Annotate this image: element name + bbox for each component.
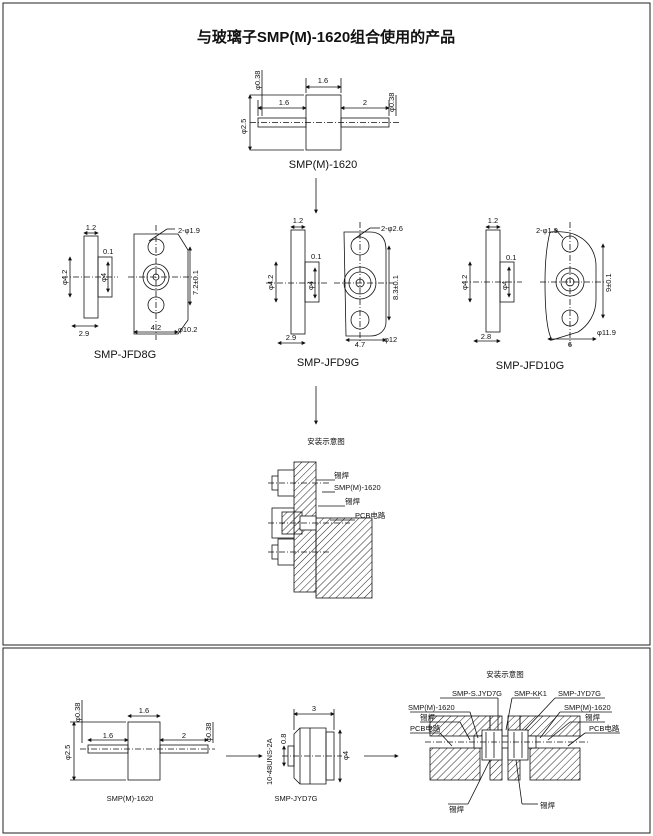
jfd8g-d-outer: φ4.2 xyxy=(60,270,69,285)
jfd9g-w1: 1.2 xyxy=(293,216,303,225)
jyd7g-drawing xyxy=(282,709,342,785)
jfd10g-flange: φ11.9 xyxy=(597,328,616,337)
jyd7g-d-big: φ4 xyxy=(341,751,350,760)
top-d-body: φ2.5 xyxy=(239,119,248,134)
top-left-pin: 1.6 xyxy=(279,98,289,107)
install2-weld-right: 锡焊 xyxy=(540,800,555,810)
jfd8g-len: 2.9 xyxy=(79,329,89,338)
bottom-frame xyxy=(2,647,651,834)
jfd9g-name: SMP-JFD9G xyxy=(297,357,359,369)
jfd10g-len: 2.8 xyxy=(481,332,491,341)
jfd10g-pitch: 9±0.1 xyxy=(604,273,613,292)
jyd7g-name: SMP-JYD7G xyxy=(275,794,318,803)
bottom-smp-d-body: φ2.5 xyxy=(63,745,72,760)
bottom-smp-body-len: 1.6 xyxy=(139,706,149,715)
jfd10g-d-outer: φ4.2 xyxy=(460,275,469,290)
jfd10g-holes: 2-φ1.9 xyxy=(536,226,558,235)
jfd8g-w1: 1.2 xyxy=(86,223,96,232)
jfd8g-width: 4.2 xyxy=(151,323,161,332)
jfd10g-name: SMP-JFD10G xyxy=(496,360,564,372)
jfd8g-gap: 0.1 xyxy=(103,247,113,256)
install2-sjyd: SMP-S.JYD7G xyxy=(452,689,502,698)
jfd9g-d-outer: φ4.2 xyxy=(266,275,275,290)
jfd10g-gap: 0.1 xyxy=(506,253,516,262)
jyd7g-d-small: 0.8 xyxy=(279,734,288,744)
flange-jfd8g-drawing xyxy=(62,225,196,340)
jfd9g-gap: 0.1 xyxy=(311,252,321,261)
jfd10g-d-inner: φ4 xyxy=(500,281,509,290)
install2-kk1: SMP-KK1 xyxy=(514,689,547,698)
jfd9g-flange: φ12 xyxy=(384,335,397,344)
flange-jfd9g-drawing xyxy=(266,222,394,345)
jfd9g-len: 2.9 xyxy=(286,333,296,342)
top-d-pin-right: φ0.38 xyxy=(387,93,396,112)
install2-weld-left: 锡焊 xyxy=(449,804,464,814)
bottom-smp-left-pin: 1.6 xyxy=(103,731,113,740)
jfd10g-width: 6 xyxy=(568,340,572,349)
top-d-pin-left: φ0.38 xyxy=(253,71,262,90)
install1-caption: 安装示意图 xyxy=(307,436,345,446)
install2-jyd7g: SMP-JYD7G xyxy=(558,689,601,698)
install2-caption: 安装示意图 xyxy=(486,669,524,679)
smp-1620-top-drawing xyxy=(248,70,400,151)
install2-solder-right: 锡焊 xyxy=(585,712,600,722)
flange-jfd10g-drawing xyxy=(462,222,605,346)
jfd9g-width: 4.7 xyxy=(355,340,365,349)
jfd8g-name: SMP-JFD8G xyxy=(94,349,156,361)
bottom-smp-right-pin: 2 xyxy=(182,731,186,740)
install2-pcb-left: PCB电路 xyxy=(410,723,441,733)
jfd8g-pitch: 7.2±0.1 xyxy=(191,270,200,295)
top-connector-name: SMP(M)-1620 xyxy=(289,159,357,171)
bottom-smp-d-pin-left: φ0.38 xyxy=(73,703,82,722)
install1-smp: SMP(M)-1620 xyxy=(334,483,381,492)
jfd9g-holes: 2-φ2.6 xyxy=(381,224,403,233)
install1-pcb: PCB电路 xyxy=(355,510,386,520)
bottom-smp-name: SMP(M)-1620 xyxy=(107,794,154,803)
jfd10g-w1: 1.2 xyxy=(488,216,498,225)
install1-solder2: 锡焊 xyxy=(345,496,360,506)
smp-1620-bottom-drawing xyxy=(70,700,215,781)
install2-drawing xyxy=(410,697,620,805)
top-right-pin: 2 xyxy=(363,98,367,107)
jyd7g-thread: 10-48UNS-2A xyxy=(265,738,274,785)
install2-solder-left: 锡焊 xyxy=(420,712,435,722)
top-frame xyxy=(2,2,651,646)
jyd7g-len: 3 xyxy=(312,704,316,713)
jfd8g-flange: φ10.2 xyxy=(178,325,197,334)
jfd9g-pitch: 8.3±0.1 xyxy=(391,275,400,300)
jfd8g-holes: 2-φ1.9 xyxy=(178,226,200,235)
install2-pcb-right: PCB电路 xyxy=(589,723,620,733)
top-body-len: 1.6 xyxy=(318,76,328,85)
install1-solder1: 锡焊 xyxy=(334,470,349,480)
jfd9g-d-inner: φ4 xyxy=(306,281,315,290)
install2-smp-right: SMP(M)-1620 xyxy=(564,703,611,712)
page-title: 与玻璃子SMP(M)-1620组合使用的产品 xyxy=(197,28,455,46)
install1-drawing xyxy=(268,461,373,599)
install2-smp-left: SMP(M)-1620 xyxy=(408,703,455,712)
bottom-smp-d-pin-right: φ0.38 xyxy=(204,723,213,742)
jfd8g-d-inner: φ4 xyxy=(99,273,108,282)
